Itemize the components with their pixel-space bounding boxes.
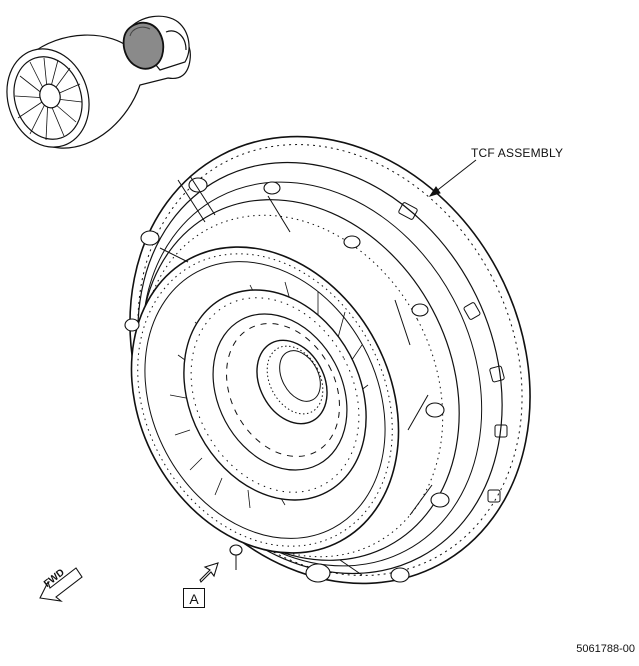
tcf-assembly-label: TCF ASSEMBLY (471, 146, 564, 160)
view-arrow-icon (199, 562, 219, 583)
figure-id: 5061788-00 (576, 643, 635, 655)
engine-locator (6, 15, 191, 149)
tcf-location-shading (122, 21, 165, 70)
tcf-assembly-drawing (124, 135, 531, 585)
view-a-box: A (183, 588, 205, 608)
tcf-leader-line (428, 159, 477, 197)
fwd-arrow-icon (39, 567, 83, 602)
